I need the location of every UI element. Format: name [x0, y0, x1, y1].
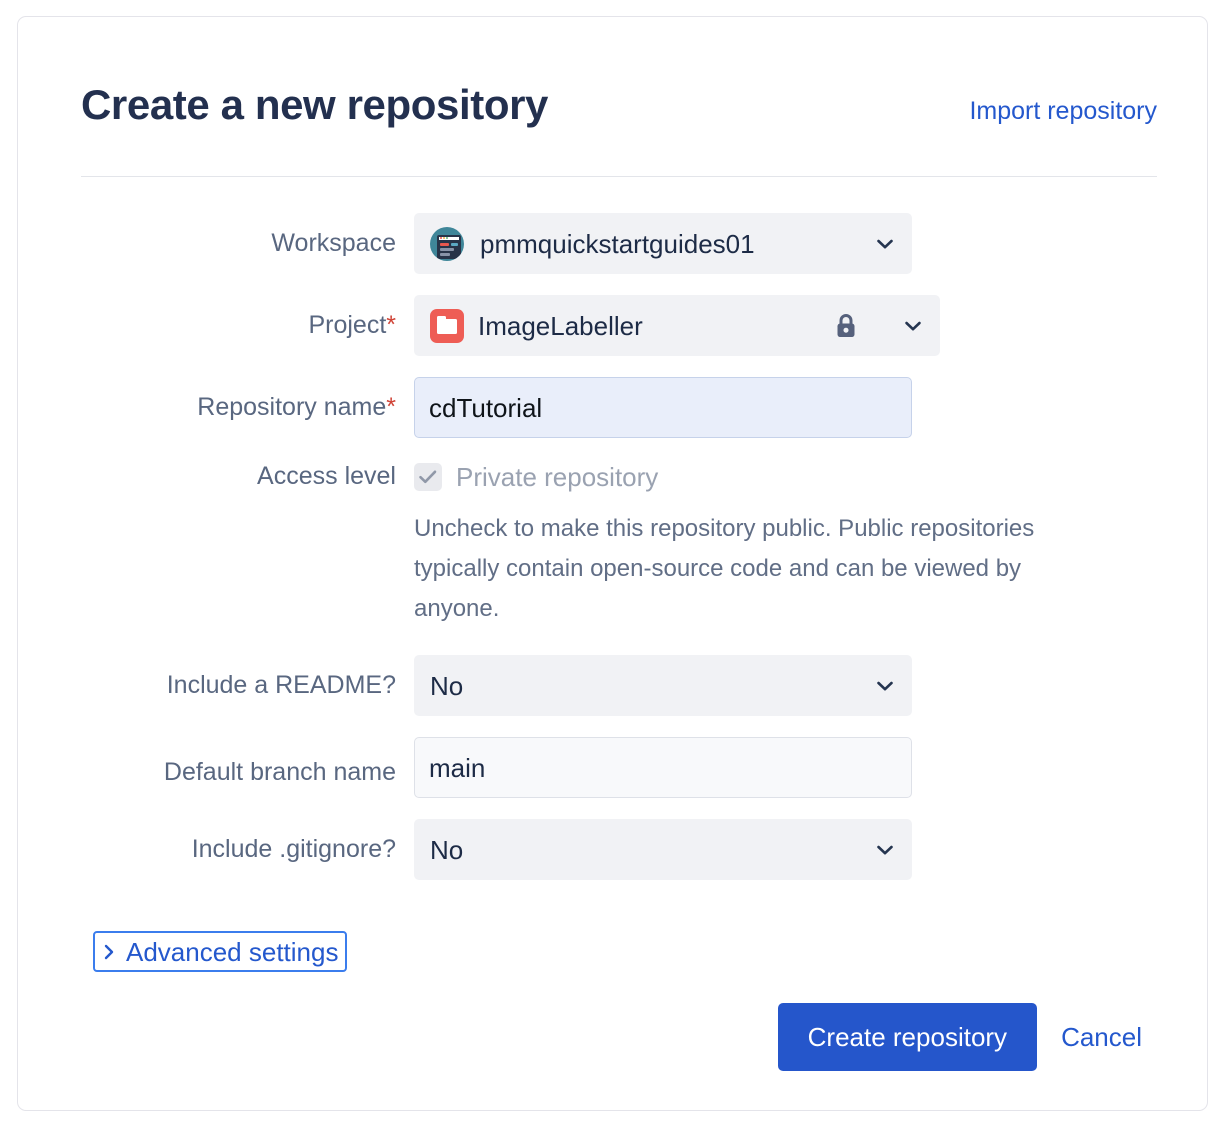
include-readme-field: No: [414, 655, 1157, 716]
workspace-selected-value: pmmquickstartguides01: [480, 228, 755, 259]
card-header: Create a new repository Import repositor…: [81, 79, 1157, 177]
workspace-select[interactable]: pmmquickstartguides01: [414, 213, 912, 274]
include-readme-selected-value: No: [430, 670, 464, 701]
check-icon: [419, 470, 437, 484]
repository-name-label: Repository name*: [81, 377, 414, 424]
page-title: Create a new repository: [81, 81, 548, 128]
form-row-default-branch-name: Default branch name main: [81, 737, 1157, 798]
repository-name-required-mark: *: [386, 393, 396, 421]
workspace-field: pmmquickstartguides01: [414, 213, 1157, 274]
import-repository-link[interactable]: Import repository: [969, 97, 1157, 125]
include-gitignore-select[interactable]: No: [414, 819, 912, 880]
access-level-label: Access level: [81, 459, 414, 493]
project-required-mark: *: [386, 311, 396, 339]
advanced-settings-toggle[interactable]: Advanced settings: [93, 931, 348, 972]
chevron-right-icon: [100, 943, 118, 961]
chevron-down-icon: [874, 233, 896, 255]
folder-icon: [430, 308, 464, 343]
advanced-settings-label: Advanced settings: [126, 936, 339, 967]
repository-name-field: cdTutorial: [414, 377, 1157, 438]
form-row-access-level: Access level Private repository Uncheck …: [81, 459, 1157, 629]
form-row-include-readme: Include a README? No: [81, 655, 1157, 716]
project-select[interactable]: ImageLabeller: [414, 295, 940, 356]
include-readme-label-text: Include a README?: [166, 671, 396, 699]
access-level-label-text: Access level: [257, 462, 396, 490]
repository-name-label-text: Repository name: [197, 393, 387, 421]
access-level-helper-text: Uncheck to make this repository public. …: [414, 515, 1035, 622]
cancel-button[interactable]: Cancel: [1061, 1022, 1142, 1052]
form-row-include-gitignore: Include .gitignore? No: [81, 819, 1157, 880]
default-branch-name-label: Default branch name: [81, 737, 414, 794]
private-repository-checkbox-row[interactable]: Private repository: [414, 459, 1157, 495]
include-readme-label: Include a README?: [81, 655, 414, 702]
include-gitignore-selected-value: No: [430, 834, 464, 865]
form-row-repository-name: Repository name* cdTutorial: [81, 377, 1157, 438]
private-repository-checkbox[interactable]: [414, 463, 442, 491]
access-level-field: Private repository Uncheck to make this …: [414, 459, 1157, 629]
form-row-project: Project* ImageLabeller: [81, 295, 1157, 356]
create-repository-button[interactable]: Create repository: [777, 1003, 1038, 1071]
workspace-avatar-icon: [430, 226, 464, 261]
include-gitignore-label: Include .gitignore?: [81, 819, 414, 866]
default-branch-name-label-text: Default branch name: [163, 758, 396, 786]
include-gitignore-label-text: Include .gitignore?: [191, 835, 396, 863]
default-branch-name-field: main: [414, 737, 1157, 798]
repository-name-input[interactable]: cdTutorial: [414, 377, 912, 438]
card-footer: Create repository Cancel: [777, 1003, 1142, 1071]
private-repository-checkbox-label: Private repository: [456, 462, 659, 492]
default-branch-name-input[interactable]: main: [414, 737, 912, 798]
workspace-label: Workspace: [81, 213, 414, 260]
include-readme-select[interactable]: No: [414, 655, 912, 716]
include-gitignore-field: No: [414, 819, 1157, 880]
chevron-down-icon: [874, 675, 896, 697]
workspace-label-text: Workspace: [271, 229, 396, 257]
project-label: Project*: [81, 295, 414, 342]
project-selected-value: ImageLabeller: [478, 310, 643, 341]
create-repository-form: Workspace pmmquickstartguides01: [81, 213, 1157, 880]
form-row-workspace: Workspace pmmquickstartguides01: [81, 213, 1157, 274]
project-field: ImageLabeller: [414, 295, 1157, 356]
lock-icon: [832, 311, 860, 341]
create-repository-card: Create a new repository Import repositor…: [17, 16, 1208, 1111]
project-label-text: Project: [308, 311, 387, 339]
chevron-down-icon: [874, 839, 896, 861]
chevron-down-icon: [902, 315, 924, 337]
